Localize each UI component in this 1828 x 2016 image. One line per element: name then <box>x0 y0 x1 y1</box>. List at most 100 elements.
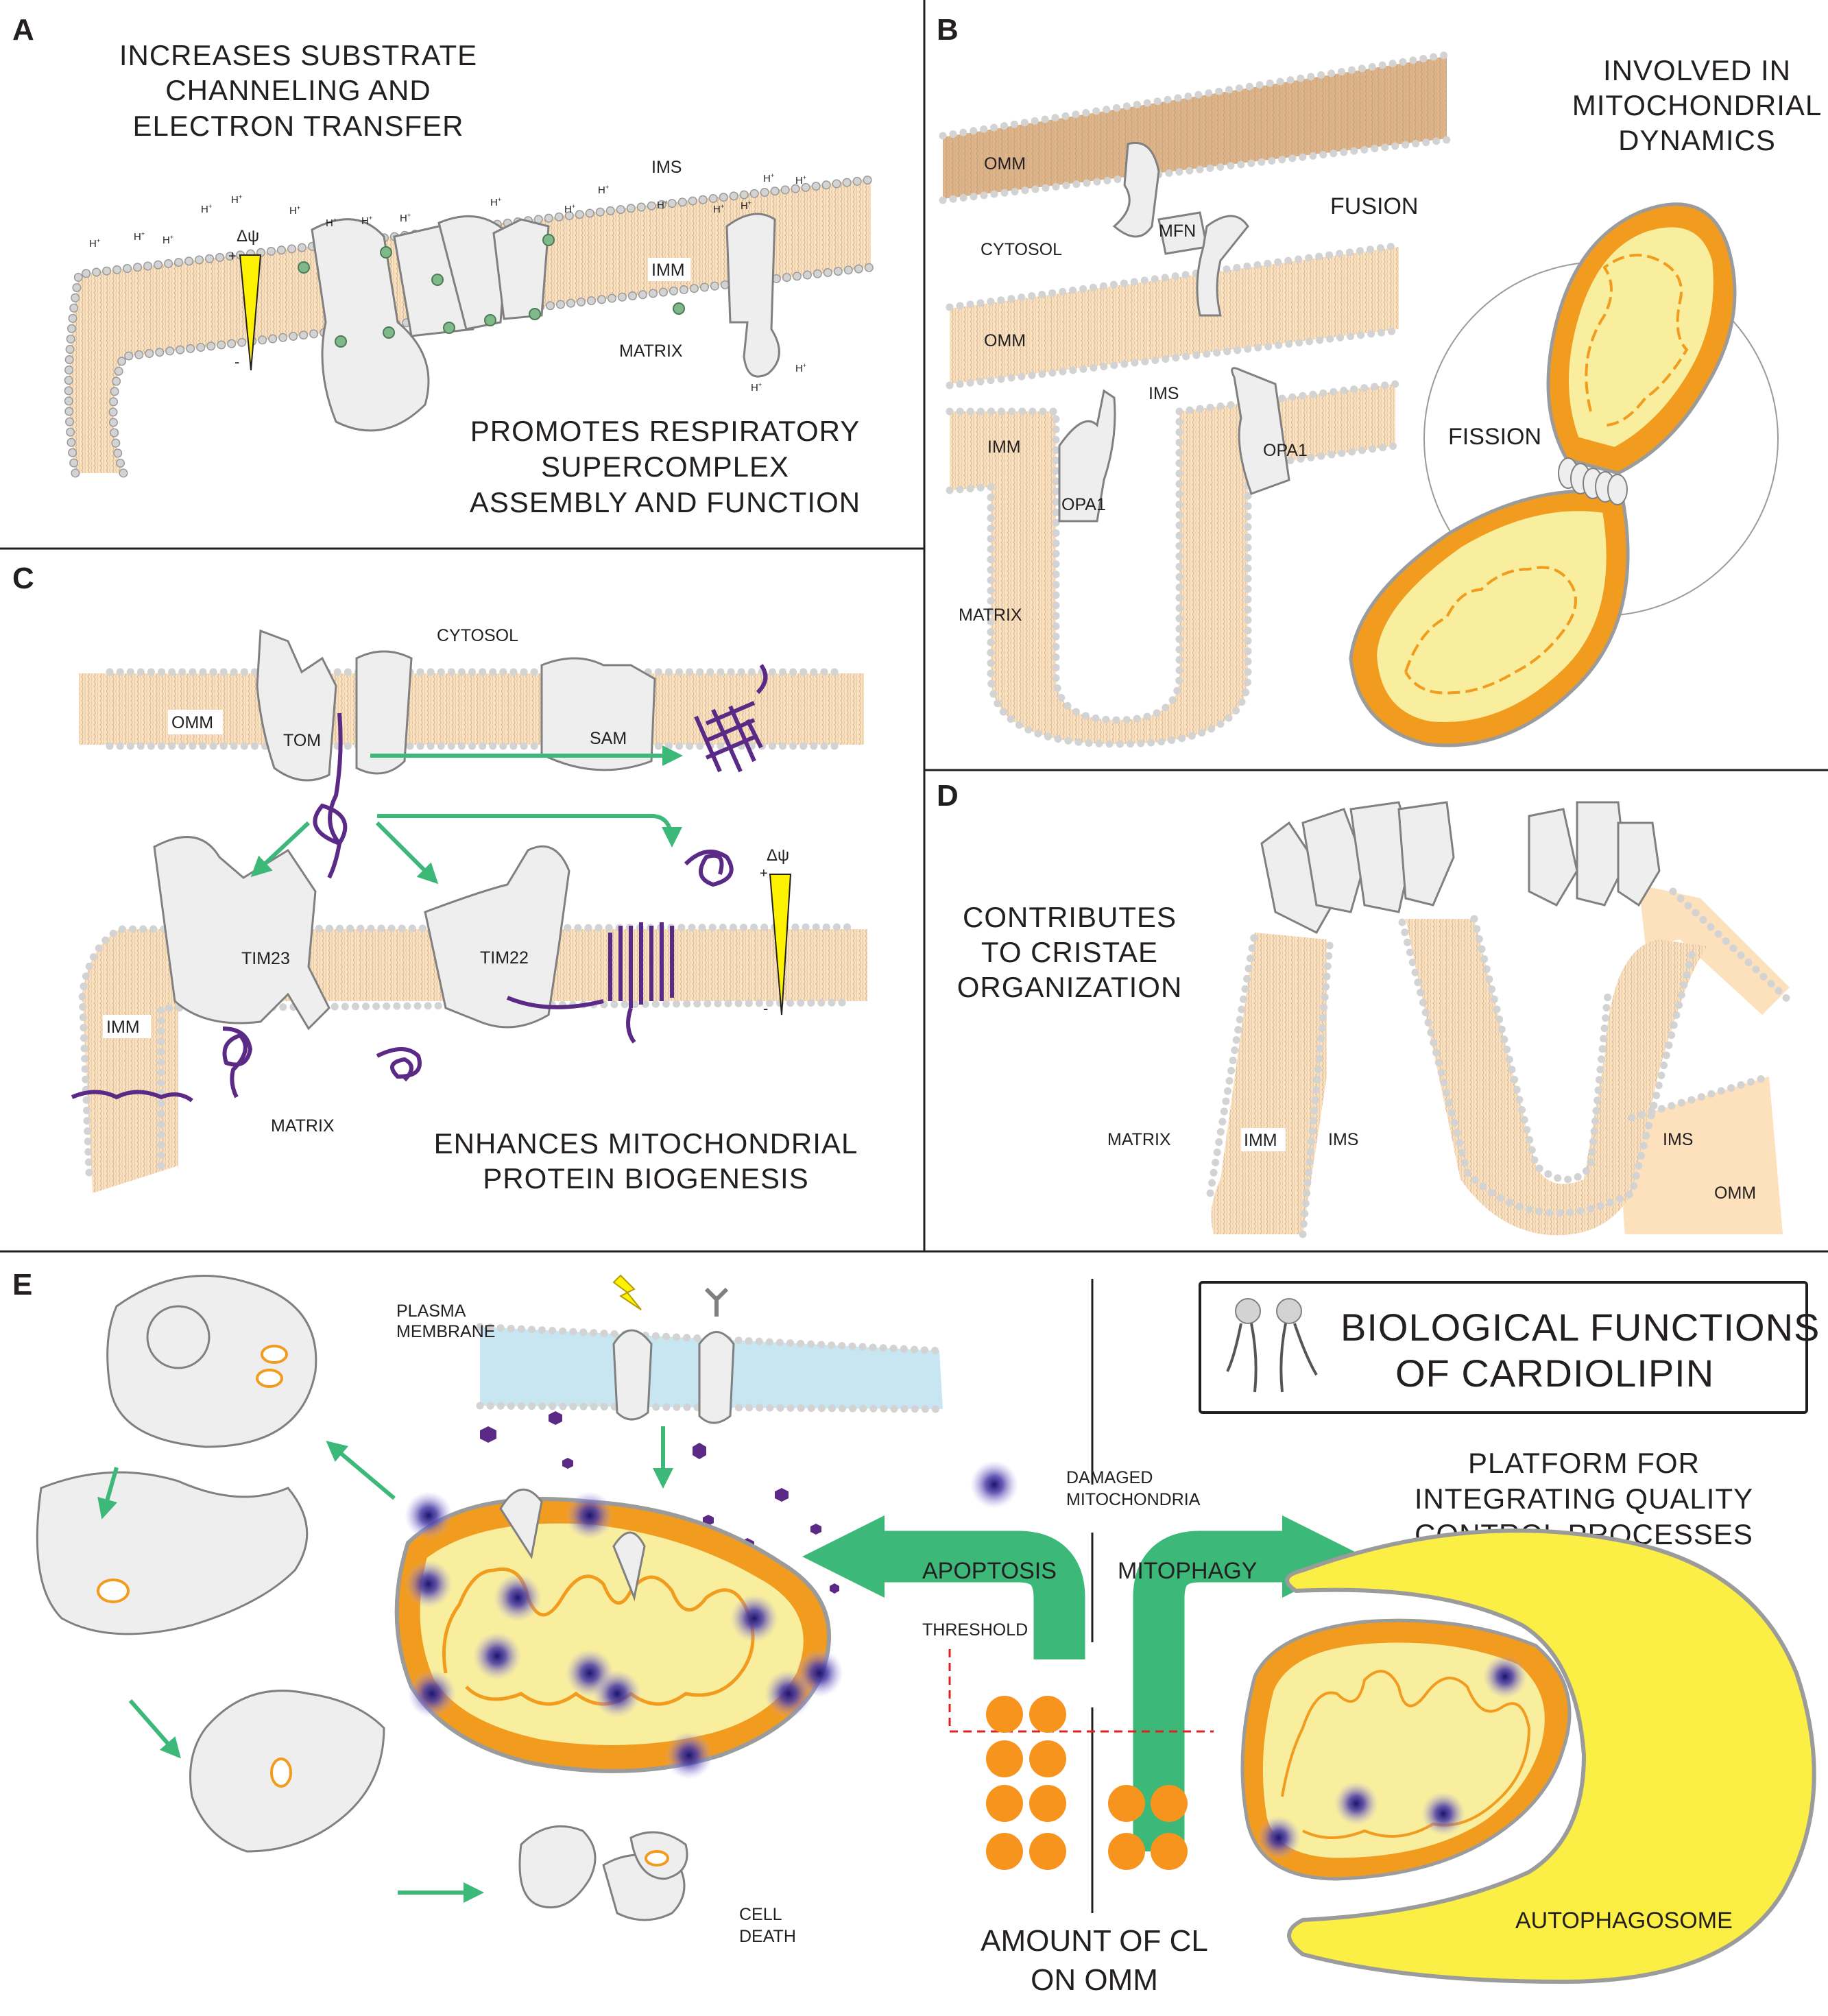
panel-a-inner-membrane <box>64 175 876 478</box>
svg-text:H+: H+ <box>598 184 609 196</box>
panel-c-cytosol-label: CYTOSOL <box>437 626 518 645</box>
panel-c-omm <box>79 668 864 750</box>
panel-b-imm-label: IMM <box>987 437 1021 457</box>
platform-line-2: INTEGRATING QUALITY <box>1415 1483 1753 1515</box>
mfn-proteins <box>1112 142 1249 317</box>
apoptotic-cell-mitochondria <box>97 1345 669 1867</box>
threshold-label: THRESHOLD <box>922 1620 1028 1640</box>
svg-text:H+: H+ <box>289 204 300 217</box>
svg-text:-: - <box>763 1000 768 1017</box>
plasma-membrane-label-line-2: MEMBRANE <box>396 1322 495 1341</box>
svg-text:H+: H+ <box>490 196 501 208</box>
apoptosis-arrow <box>802 1515 1085 1659</box>
svg-text:H+: H+ <box>231 193 242 206</box>
panel-a-delta-psi: Δψ + - <box>228 227 262 371</box>
svg-text:+: + <box>228 249 237 264</box>
panel-c-footer-line-1: ENHANCES MITOCHONDRIAL <box>434 1127 858 1160</box>
sam-label: SAM <box>590 729 627 748</box>
svg-text:H+: H+ <box>795 362 806 374</box>
cell-death-label-line-2: DEATH <box>739 1927 796 1946</box>
cardiolipin-molecule-icon <box>1226 1298 1318 1393</box>
cl-amount-label-line-2: ON OMM <box>1031 1963 1158 1997</box>
tom-label: TOM <box>283 731 321 750</box>
dividing-mitochondrion-top <box>1546 202 1737 475</box>
panel-a: A INCREASES SUBSTRATE CHANNELING AND ELE… <box>12 13 876 518</box>
plasma-membrane-label-line-1: PLASMA <box>396 1301 466 1321</box>
panel-b-omm-label-1: OMM <box>984 154 1026 173</box>
panel-c-omm-label: OMM <box>171 713 213 732</box>
svg-text:H+: H+ <box>134 230 145 243</box>
panel-a-footer-line-1: PROMOTES RESPIRATORY <box>470 415 860 447</box>
panel-b-omm-label-2: OMM <box>984 331 1026 350</box>
panel-a-protons: H+ H+ H+ H+ H+ H+ H+ H+ H+ H+ H+ H+ H+ H… <box>89 172 806 394</box>
svg-text:H+: H+ <box>751 381 762 394</box>
panel-a-letter: A <box>12 13 34 47</box>
panel-d-matrix-label: MATRIX <box>1107 1130 1171 1149</box>
panel-b-heading-line-3: DYNAMICS <box>1618 124 1776 156</box>
cl-amount-label-line-1: AMOUNT OF CL <box>981 1924 1208 1958</box>
panel-d-heading-line-3: ORGANIZATION <box>957 971 1183 1003</box>
panel-d-ims-label-1: IMS <box>1328 1130 1358 1149</box>
panel-d-ims-label-2: IMS <box>1663 1130 1693 1149</box>
panel-a-footer-line-2: SUPERCOMPLEX <box>541 451 789 483</box>
dividing-mitochondrion-bottom <box>1349 489 1630 747</box>
tim23-label: TIM23 <box>241 949 290 968</box>
mfn-label: MFN <box>1159 221 1196 241</box>
panel-a-heading-line-3: ELECTRON TRANSFER <box>133 110 464 142</box>
svg-text:-: - <box>234 353 239 370</box>
apoptosis-label: APOPTOSIS <box>922 1558 1057 1584</box>
svg-text:H+: H+ <box>201 203 212 215</box>
panel-c-delta-psi: Δψ + - <box>760 846 792 1017</box>
fission-label: FISSION <box>1448 424 1541 450</box>
panel-e: E BIOLOGICAL FUNCTIONS OF CARDIOLIPIN PL… <box>12 1268 1820 1997</box>
panel-d-imm-label: IMM <box>1244 1131 1277 1150</box>
panel-d-omm-label: OMM <box>1714 1184 1756 1203</box>
opa1-label-1: OPA1 <box>1061 495 1106 514</box>
platform-line-1: PLATFORM FOR <box>1468 1447 1700 1479</box>
panel-c-letter: C <box>12 562 34 595</box>
svg-text:H+: H+ <box>564 203 575 215</box>
panel-a-ims-label: IMS <box>651 158 682 177</box>
damaged-label-line-1: DAMAGED <box>1066 1468 1153 1487</box>
panel-b-upper-omm <box>939 51 1451 204</box>
cytochrome-c-particles <box>480 1411 839 1594</box>
panel-c-footer-line-2: PROTEIN BIOGENESIS <box>483 1162 808 1195</box>
precursor-proteins <box>71 664 768 1103</box>
svg-text:H+: H+ <box>400 212 411 224</box>
fusion-label: FUSION <box>1330 193 1418 219</box>
panel-b-ims-label: IMS <box>1148 384 1179 403</box>
panel-c: C CYTOSOL TOM SAM TIM23 TIM22 OMM <box>12 562 867 1195</box>
panel-d-letter: D <box>937 779 959 813</box>
panel-b-heading-line-2: MITOCHONDRIAL <box>1572 89 1823 121</box>
svg-text:Δψ: Δψ <box>237 227 259 245</box>
panel-b-cytosol-label: CYTOSOL <box>981 240 1062 259</box>
tim22-label: TIM22 <box>480 948 529 968</box>
svg-text:Δψ: Δψ <box>767 846 789 865</box>
opa1-label-2: OPA1 <box>1263 441 1308 460</box>
panel-b-letter: B <box>937 13 959 47</box>
cell-death-arrows <box>97 1441 484 1903</box>
svg-text:H+: H+ <box>163 234 173 246</box>
legend-title-line-1: BIOLOGICAL FUNCTIONS <box>1340 1306 1820 1349</box>
autophagosome <box>1240 1528 1816 1984</box>
panel-a-footer-line-3: ASSEMBLY AND FUNCTION <box>470 486 861 518</box>
legend-title-line-2: OF CARDIOLIPIN <box>1395 1352 1714 1395</box>
panel-a-heading-line-2: CHANNELING AND <box>165 74 431 106</box>
panel-a-heading-line-1: INCREASES SUBSTRATE <box>119 39 477 71</box>
import-arrows <box>250 745 683 885</box>
panel-d-cristae <box>1206 885 1794 1238</box>
fission-constriction <box>1558 457 1628 505</box>
panel-a-matrix-label: MATRIX <box>619 341 683 361</box>
panel-c-imm-label: IMM <box>106 1018 140 1037</box>
cell-death-label-line-1: CELL <box>739 1905 782 1924</box>
panel-b-lower-omm <box>946 241 1403 389</box>
svg-text:H+: H+ <box>89 237 100 250</box>
panel-b: B INVOLVED IN MITOCHONDRIAL DYNAMICS MFN… <box>937 13 1823 748</box>
threshold-line <box>948 1649 1214 1733</box>
panel-dividers <box>0 0 1828 1253</box>
panel-d-heading-line-1: CONTRIBUTES <box>963 901 1177 933</box>
import-machinery <box>153 629 656 1031</box>
panel-c-matrix-label: MATRIX <box>271 1116 335 1136</box>
panel-d: D CONTRIBUTES TO CRISTAE ORGANIZATION <box>937 779 1794 1238</box>
